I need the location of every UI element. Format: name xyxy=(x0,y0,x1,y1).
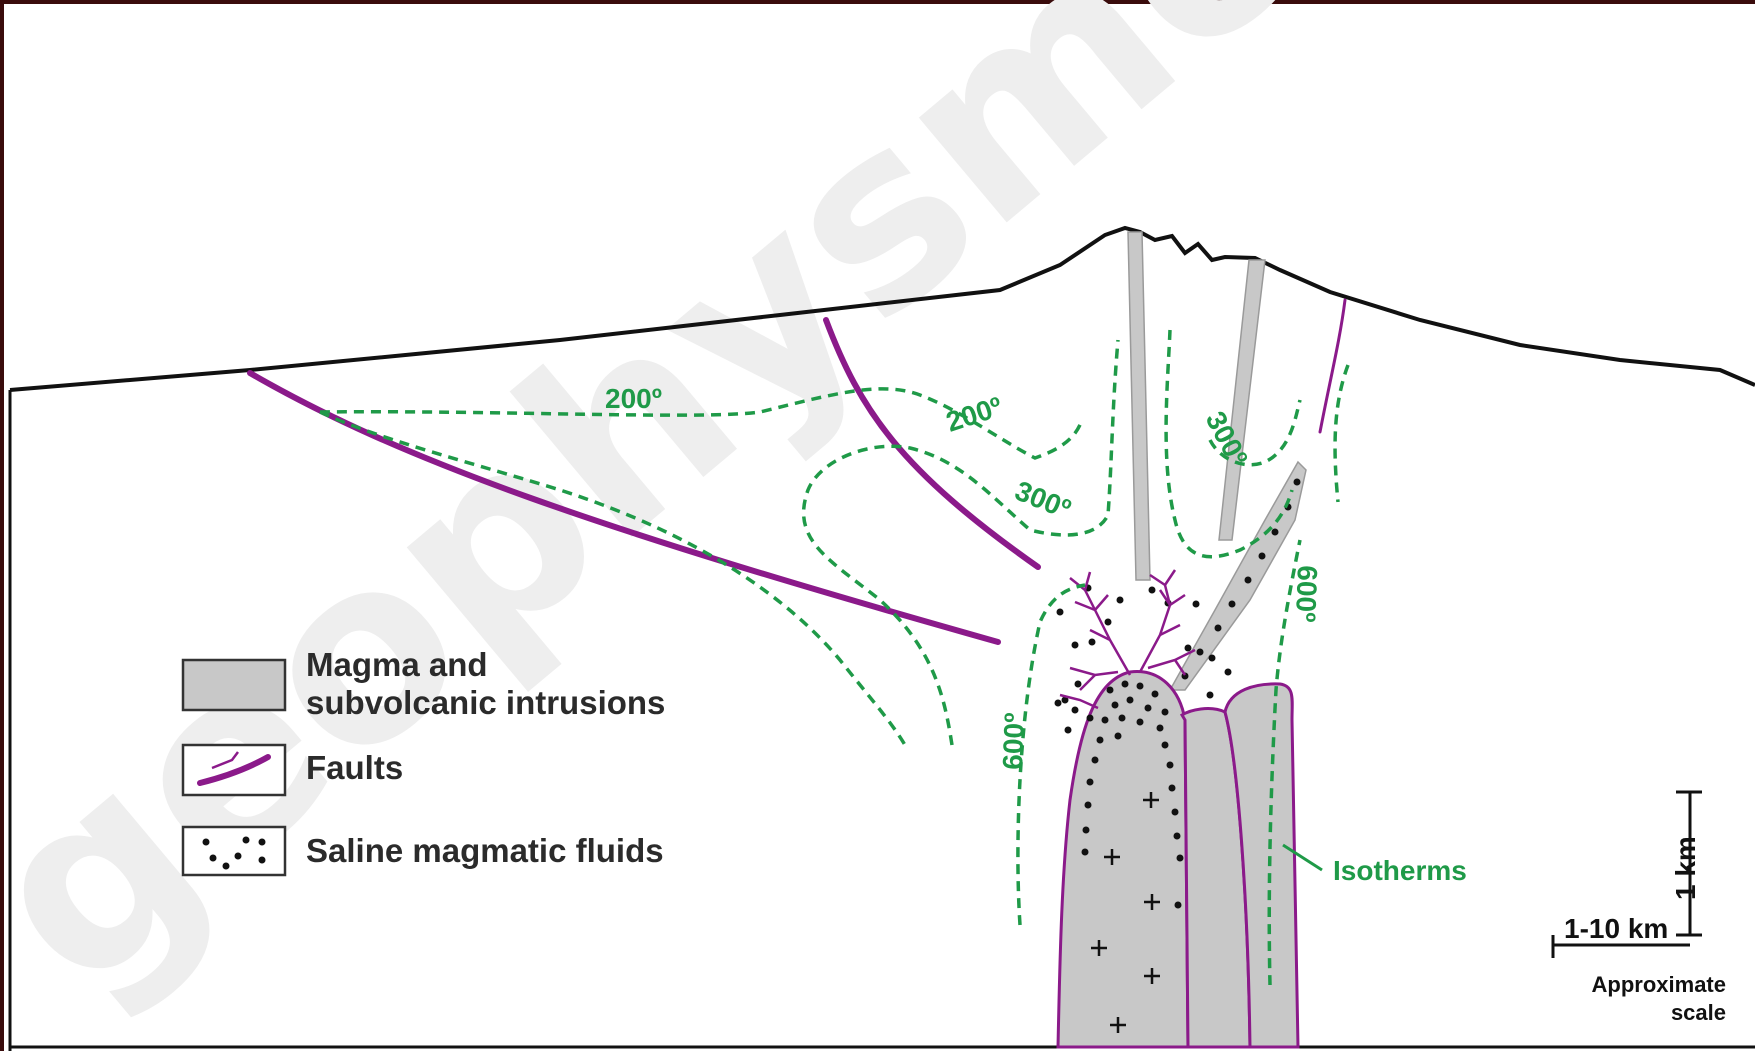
top-frame-bar xyxy=(0,0,1755,4)
legend-label-fluids: Saline magmatic fluids xyxy=(306,832,664,869)
isotherm-label-200-left: 200º xyxy=(605,383,662,414)
magma-dike-inclined xyxy=(1170,462,1306,690)
scale-caption-2: scale xyxy=(1671,1000,1726,1025)
magma-conduit-left xyxy=(1128,232,1150,580)
scale-vertical-label: 1 km xyxy=(1670,836,1701,900)
intrusion-main xyxy=(1058,672,1188,1047)
isotherm-label-300-left: 300º xyxy=(1011,475,1075,525)
legend-label-faults: Faults xyxy=(306,749,403,786)
legend-label-magma-2: subvolcanic intrusions xyxy=(306,684,665,721)
scale-horizontal-label: 1-10 km xyxy=(1564,913,1668,944)
fault-right-thin xyxy=(1320,300,1345,432)
legend-label-magma-1: Magma and xyxy=(306,646,488,683)
isotherms-callout-label: Isotherms xyxy=(1333,855,1467,886)
scale-caption-1: Approximate xyxy=(1592,972,1726,997)
legend-swatch-fluids xyxy=(183,827,285,875)
isotherm-outer-right xyxy=(1335,365,1348,502)
isotherm-label-600-right: 600º xyxy=(1290,565,1323,623)
legend-swatch-magma xyxy=(183,660,285,710)
magma-conduit-right xyxy=(1219,260,1265,540)
isotherm-label-200-right: 200º xyxy=(942,391,1006,438)
isotherm-label-600-left: 600º xyxy=(997,712,1030,770)
scale-bar: 1 km 1-10 km Approximate scale xyxy=(1553,792,1726,1025)
